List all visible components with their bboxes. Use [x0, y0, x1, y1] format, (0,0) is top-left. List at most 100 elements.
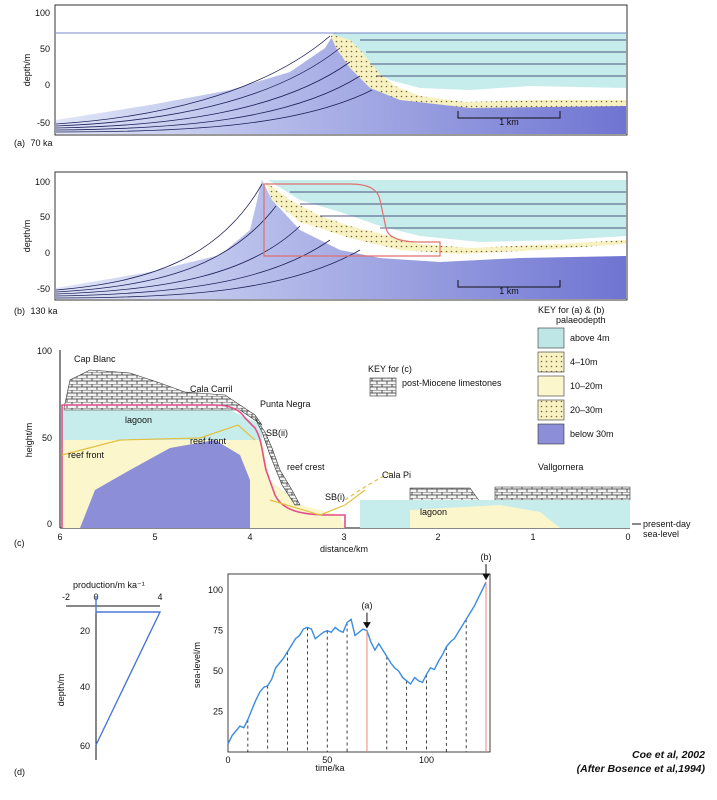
- production-ytick: 40: [80, 682, 90, 692]
- panel-d-label: (d): [14, 767, 25, 777]
- panel-c-label: (c): [14, 538, 25, 548]
- panel-b-ytick: -50: [37, 284, 50, 294]
- panel-b-deep-facies: [56, 180, 626, 299]
- key-item-label: 20–30m: [570, 405, 603, 415]
- panel-a-ytick: 0: [45, 80, 50, 90]
- sealevel-ytick: 50: [213, 666, 223, 676]
- marker-a-label: (a): [361, 601, 372, 611]
- panel-c-xtick: 4: [247, 532, 252, 542]
- panel-b-ylabel: depth/m: [22, 220, 32, 253]
- key-swatch-20-30m: [537, 399, 565, 421]
- sealevel-series-line: [227, 581, 487, 745]
- key-swatch-below-30m: [537, 423, 565, 445]
- panel-b-ytick: 0: [45, 248, 50, 258]
- panel-c-right-sand: [410, 505, 560, 528]
- key-swatch-4-10m: [537, 351, 565, 373]
- sealevel-xtick: 0: [225, 755, 230, 765]
- label-present-day: present-day: [643, 519, 691, 529]
- panel-c-xtick: 0: [625, 532, 630, 542]
- production-ytick: 20: [80, 626, 90, 636]
- panel-c-limestone-right2: [494, 486, 631, 501]
- key-ab-subtitle: palaeodepth: [556, 315, 606, 325]
- sealevel-ytick: 75: [213, 626, 223, 636]
- panel-b-shallow-facies: [268, 180, 626, 242]
- production-ytick: 60: [80, 741, 90, 751]
- panel-c-xtick: 5: [152, 532, 157, 542]
- key-c-swatch-limestone: [369, 377, 397, 397]
- place-cala-pi: Cala Pi: [382, 470, 411, 480]
- sealevel-plot-frame: [227, 573, 491, 753]
- citation-line-1: Coe et al, 2002: [632, 749, 705, 761]
- panel-c-ytick: 100: [37, 346, 52, 356]
- panel-a: 100 50 0 -50 depth/m 1 km (a) 70 ka: [14, 4, 628, 148]
- panel-a-scalebar-label: 1 km: [499, 117, 519, 127]
- citation: Coe et al, 2002 (After Bosence et al,199…: [577, 748, 705, 776]
- production-xtick: -2: [62, 592, 70, 602]
- sealevel-dashed-lines: [247, 619, 467, 752]
- key-item-label: below 30m: [570, 429, 614, 439]
- production-curve: [95, 596, 162, 746]
- label-reef-front-2: reef front: [68, 450, 105, 460]
- place-vallgornera: Vallgornera: [538, 462, 583, 472]
- panel-c-xlabel: distance/km: [320, 544, 368, 554]
- label-reef-front: reef front: [190, 436, 227, 446]
- place-cap-blanc: Cap Blanc: [74, 354, 116, 364]
- panel-c-red-outline: [61, 404, 346, 528]
- place-punta-negra: Punta Negra: [260, 399, 311, 409]
- panel-a-strata: [55, 35, 626, 133]
- key-c-title: KEY for (c): [368, 364, 412, 374]
- label-sb-ii: SB(ii): [266, 428, 288, 438]
- panel-c-ytick: 0: [47, 519, 52, 529]
- panel-d-production: production/m ka⁻¹ -2 0 4 20 40 60 depth/…: [14, 580, 163, 777]
- key-swatch-10-20m: [537, 375, 565, 397]
- panel-a-ytick: -50: [37, 118, 50, 128]
- panel-b-ytick: 100: [35, 177, 50, 187]
- sealevel-xtick: 50: [322, 755, 332, 765]
- panel-a-label: (a) 70 ka: [14, 138, 53, 148]
- panel-c-xtick: 3: [341, 532, 346, 542]
- label-lagoon: lagoon: [125, 415, 152, 425]
- panel-b: 100 50 0 -50 depth/m 1 km (b) 130 ka: [14, 171, 628, 316]
- sealevel-xlabel: time/ka: [315, 763, 344, 773]
- marker-b-label: (b): [481, 552, 492, 562]
- panel-a-ylabel: depth/m: [22, 54, 32, 87]
- production-xtick: 4: [157, 592, 162, 602]
- panel-c-deep-fill: [80, 440, 250, 528]
- panel-a-deep-facies: [56, 32, 626, 134]
- panel-b-strata: [55, 183, 626, 299]
- marker-a-arrow: [363, 612, 371, 629]
- key-ab-title: KEY for (a) & (b): [538, 305, 604, 315]
- panel-c-dashed-sealevel: [344, 471, 393, 501]
- panel-a-ytick: 50: [40, 44, 50, 54]
- panel-a-yaxis: 100 50 0 -50 depth/m: [22, 8, 50, 128]
- sealevel-ylabel: sea-level/m: [192, 642, 202, 688]
- key-item-label: 10–20m: [570, 381, 603, 391]
- citation-line-2: (After Bosence et al,1994): [576, 763, 705, 775]
- panel-c-yellow-line: [61, 424, 366, 516]
- panel-b-yaxis: 100 50 0 -50 depth/m: [22, 177, 50, 294]
- panel-a-scalebar: 1 km: [457, 111, 561, 127]
- panel-c-lagoon-fill: [62, 410, 262, 440]
- panel-c-limestone-punta: [254, 417, 301, 506]
- sealevel-xtick: 100: [419, 755, 434, 765]
- key-c: KEY for (c) post-Miocene limestones: [368, 364, 502, 397]
- key-item-label: 4–10m: [570, 357, 598, 367]
- key-c-item: post-Miocene limestones: [402, 378, 502, 388]
- production-ylabel: depth/m: [56, 674, 66, 707]
- panel-b-scalebar: 1 km: [457, 280, 561, 296]
- key-swatch-above-4m: [537, 327, 565, 349]
- panel-a-ytick: 100: [35, 8, 50, 18]
- panel-c-ytick: 50: [42, 433, 52, 443]
- label-sea-level: sea-level: [643, 529, 679, 539]
- key-item-label: above 4m: [570, 333, 610, 343]
- panel-c-ylabel: height/m: [24, 423, 34, 458]
- panel-b-scalebar-label: 1 km: [499, 286, 519, 296]
- panel-c: 100 50 0 height/m 6 5 4 3 2 1 0 distance…: [14, 346, 691, 554]
- production-xlabel: production/m ka⁻¹: [73, 580, 145, 590]
- label-reef-crest: reef crest: [287, 462, 325, 472]
- panel-c-xtick: 2: [435, 532, 440, 542]
- panel-c-xtick: 1: [530, 532, 535, 542]
